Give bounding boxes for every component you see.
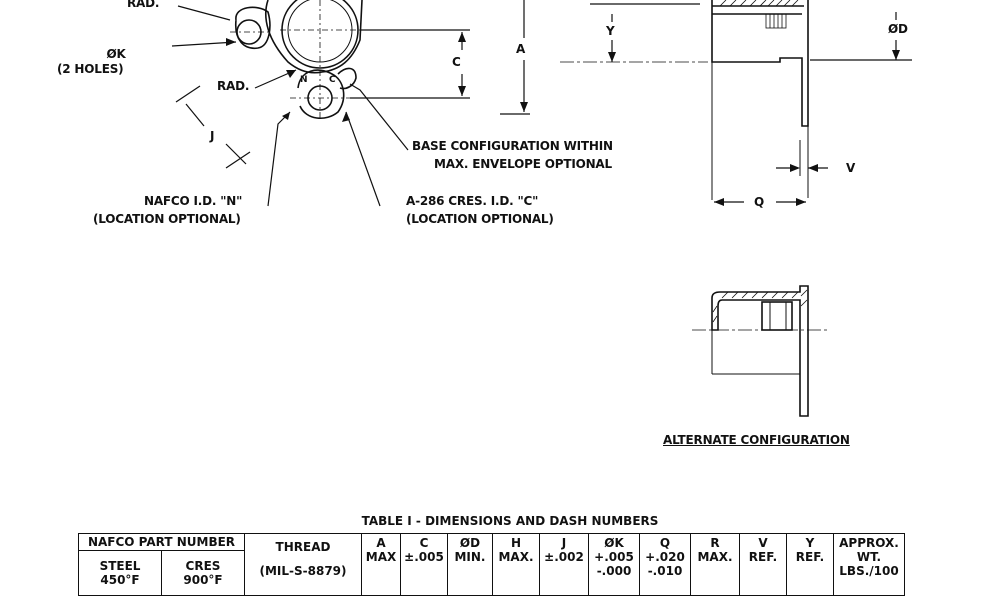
col-c-line2: ±.005 xyxy=(404,550,444,564)
col-q-line3: -.010 xyxy=(647,564,683,578)
col-d-line1: ØD xyxy=(459,536,481,550)
cres-header: CRES 900°F xyxy=(161,550,245,596)
col-k-line3: -.000 xyxy=(596,564,632,578)
table-title: TABLE I - DIMENSIONS AND DASH NUMBERS xyxy=(361,514,659,528)
col-j-header: J±.002 xyxy=(539,533,589,596)
right-ear-nub xyxy=(337,67,357,90)
dim-j-label: J xyxy=(210,129,215,143)
rad-top-label: RAD. xyxy=(127,0,160,10)
col-r-line2: MAX. xyxy=(697,550,733,564)
col-r-line1: R xyxy=(710,536,720,550)
side-view-body xyxy=(711,0,809,127)
cres-header-line2: 900°F xyxy=(183,573,223,587)
col-c-line1: C xyxy=(419,536,429,550)
part-number-header-text: NAFCO PART NUMBER xyxy=(87,535,236,549)
steel-header: STEEL 450°F xyxy=(78,550,162,596)
col-y-line1: Y xyxy=(805,536,815,550)
col-q-line1: Q xyxy=(659,536,671,550)
col-k-line2: +.005 xyxy=(594,550,634,564)
dim-a-label: A xyxy=(516,42,526,56)
dim-q-label: Q xyxy=(754,195,765,209)
col-j-line1: J xyxy=(561,536,567,550)
c-marking: C xyxy=(329,75,336,85)
col-q-header: Q+.020-.010 xyxy=(639,533,691,596)
alternate-configuration-caption: ALTERNATE CONFIGURATION xyxy=(663,433,850,447)
col-y-line2: REF. xyxy=(795,550,825,564)
cres-id-note-line1: A-286 CRES. I.D. "C" xyxy=(406,194,539,208)
nut-body-outline xyxy=(265,0,363,74)
phi-k-label: ØK xyxy=(106,47,126,61)
col-weight-header: APPROX.WT.LBS./100 xyxy=(833,533,905,596)
cres-header-line1: CRES xyxy=(185,559,221,573)
col-h-line1: H xyxy=(510,536,522,550)
part-number-header: NAFCO PART NUMBER xyxy=(78,533,245,551)
col-k-line1: ØK xyxy=(604,536,624,550)
col-weight-line3: LBS./100 xyxy=(839,564,899,578)
col-d-line2: MIN. xyxy=(454,550,486,564)
dim-phi-d-label: ØD xyxy=(888,22,908,36)
col-weight-line1: APPROX. xyxy=(839,536,899,550)
alternate-view-body xyxy=(711,285,809,417)
col-a-line2: MAX xyxy=(365,550,397,564)
two-holes-label: (2 HOLES) xyxy=(57,62,124,76)
col-k-header: ØK+.005-.000 xyxy=(588,533,640,596)
dim-c-label: C xyxy=(452,55,461,69)
col-v-line1: V xyxy=(758,536,768,550)
thread-header-line1: THREAD xyxy=(275,540,331,554)
col-c-header: C±.005 xyxy=(400,533,448,596)
upper-ear-outline xyxy=(234,6,271,49)
col-a-line1: A xyxy=(376,536,386,550)
steel-header-line1: STEEL xyxy=(99,559,141,573)
nafco-id-note-line1: NAFCO I.D. "N" xyxy=(144,194,243,208)
col-j-line2: ±.002 xyxy=(544,550,584,564)
steel-header-line2: 450°F xyxy=(100,573,140,587)
nafco-id-note-line2: (LOCATION OPTIONAL) xyxy=(93,212,241,226)
thread-header-line2: (MIL-S-8879) xyxy=(259,564,347,578)
dim-v-label: V xyxy=(846,161,856,175)
col-q-line2: +.020 xyxy=(645,550,685,564)
dim-y-label: Y xyxy=(606,24,615,38)
cres-id-note-line2: (LOCATION OPTIONAL) xyxy=(406,212,554,226)
base-config-note-line2: MAX. ENVELOPE OPTIONAL xyxy=(434,157,612,171)
thread-header: THREAD (MIL-S-8879) xyxy=(244,533,362,596)
lower-ear-outline xyxy=(297,69,345,119)
col-v-line2: REF. xyxy=(748,550,778,564)
n-marking: N xyxy=(300,75,308,85)
base-config-note-line1: BASE CONFIGURATION WITHIN xyxy=(412,139,613,153)
rad-mid-label: RAD. xyxy=(217,79,250,93)
col-weight-line2: WT. xyxy=(856,550,882,564)
col-h-line2: MAX. xyxy=(498,550,534,564)
